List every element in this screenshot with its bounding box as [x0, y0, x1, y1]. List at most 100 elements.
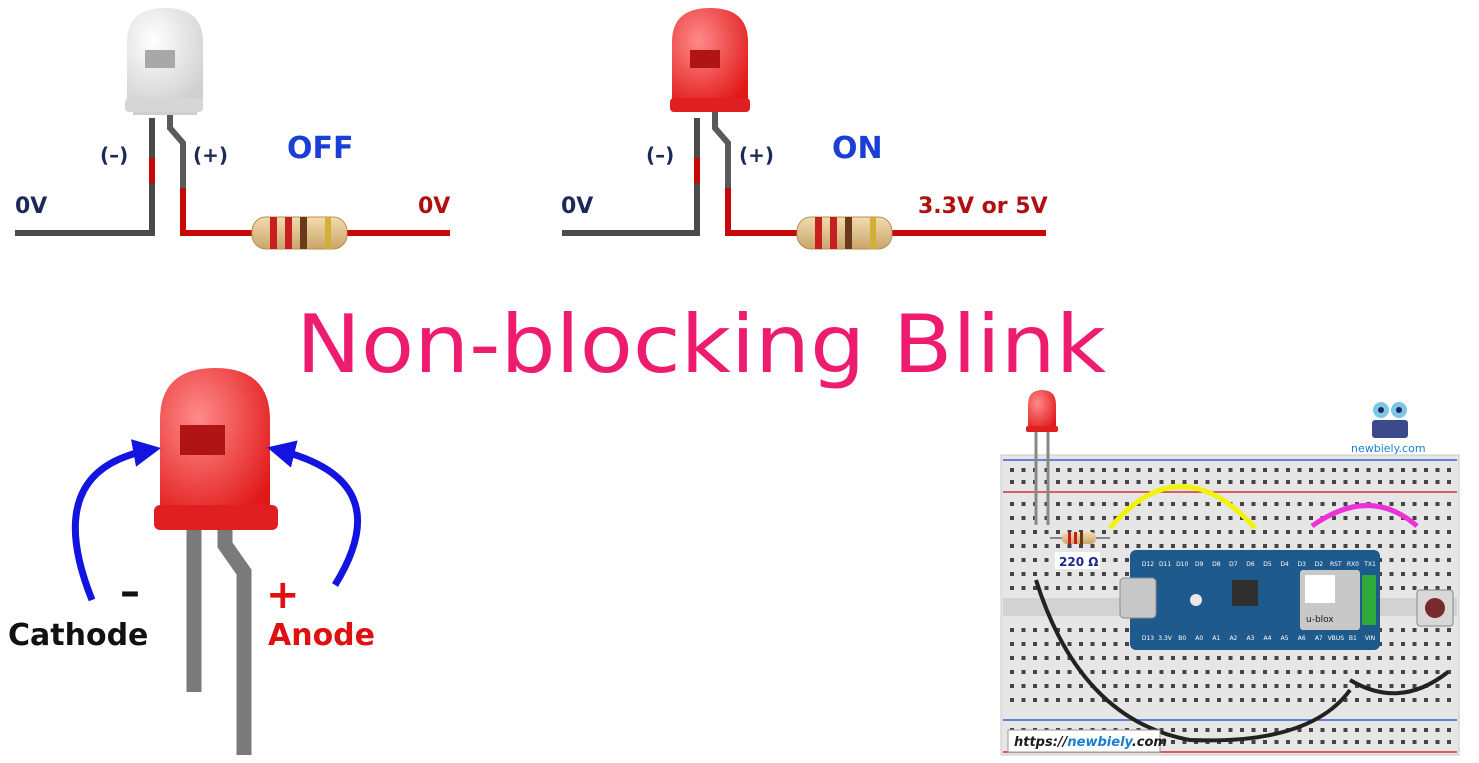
- breadboard-hole: [1263, 530, 1267, 534]
- breadboard-hole: [1240, 698, 1244, 702]
- breadboard-hole: [1343, 740, 1348, 744]
- breadboard-hole: [1343, 670, 1348, 674]
- breadboard-hole: [1297, 530, 1302, 534]
- breadboard-hole: [1044, 586, 1049, 590]
- breadboard-hole: [1435, 558, 1440, 562]
- breadboard-hole: [1332, 698, 1336, 702]
- breadboard-hole: [1286, 544, 1290, 548]
- breadboard-hole: [1171, 480, 1175, 484]
- breadboard-hole: [1148, 502, 1152, 506]
- breadboard-hole: [1228, 670, 1233, 674]
- breadboard-hole: [1412, 684, 1417, 688]
- breadboard-hole: [1171, 544, 1175, 548]
- off-led: [125, 8, 203, 115]
- breadboard-hole: [1297, 516, 1302, 520]
- breadboard-hole: [1332, 480, 1336, 484]
- breadboard-hole: [1320, 728, 1325, 732]
- breadboard-hole: [1102, 480, 1106, 484]
- breadboard-hole: [1033, 558, 1037, 562]
- breadboard-hole: [1044, 656, 1049, 660]
- breadboard-hole: [1021, 516, 1026, 520]
- brand-text: newbiely.com: [1351, 442, 1426, 455]
- breadboard-hole: [1125, 502, 1129, 506]
- breadboard-hole: [1148, 656, 1152, 660]
- breadboard-hole: [1435, 502, 1440, 506]
- breadboard-hole: [1217, 516, 1221, 520]
- breadboard-hole: [1389, 468, 1394, 472]
- breadboard-hole: [1056, 656, 1060, 660]
- breadboard-hole: [1113, 628, 1118, 632]
- breadboard-hole: [1182, 530, 1187, 534]
- breadboard-hole: [1401, 656, 1405, 660]
- breadboard-hole: [1228, 740, 1233, 744]
- breadboard-hole: [1136, 516, 1141, 520]
- breadboard-hole: [1182, 468, 1187, 472]
- breadboard-hole: [1182, 684, 1187, 688]
- breadboard-hole: [1217, 530, 1221, 534]
- breadboard-hole: [1309, 544, 1313, 548]
- breadboard-hole: [1010, 656, 1014, 660]
- breadboard-hole: [1412, 558, 1417, 562]
- breadboard-hole: [1021, 502, 1026, 506]
- breadboard-hole: [1332, 502, 1336, 506]
- breadboard-hole: [1194, 698, 1198, 702]
- chip-label: u-blox: [1306, 615, 1334, 625]
- breadboard-hole: [1274, 728, 1279, 732]
- breadboard-hole: [1263, 502, 1267, 506]
- breadboard-hole: [1033, 544, 1037, 548]
- breadboard-hole: [1435, 684, 1440, 688]
- breadboard-hole: [1401, 586, 1405, 590]
- breadboard-hole: [1251, 468, 1256, 472]
- breadboard-hole: [1251, 544, 1256, 548]
- on-anode-lead: [712, 112, 731, 190]
- url-badge-bg: [1007, 729, 1161, 753]
- breadboard-hole: [1343, 698, 1348, 702]
- breadboard-hole: [1286, 516, 1290, 520]
- breadboard-hole: [1401, 480, 1405, 484]
- breadboard-hole: [1251, 684, 1256, 688]
- breadboard-hole: [1205, 656, 1210, 660]
- breadboard-hole: [1424, 656, 1428, 660]
- breadboard-hole: [1424, 740, 1428, 744]
- breadboard-hole: [1056, 572, 1060, 576]
- breadboard-hole: [1435, 544, 1440, 548]
- breadboard-hole: [1297, 502, 1302, 506]
- breadboard-hole: [1102, 670, 1106, 674]
- breadboard-hole: [1056, 516, 1060, 520]
- resistor-label-bg: [1055, 552, 1100, 569]
- breadboard-hole: [1251, 530, 1256, 534]
- breadboard-hole: [1021, 698, 1026, 702]
- breadboard-hole: [1113, 698, 1118, 702]
- breadboard-hole: [1412, 572, 1417, 576]
- board-pin-label: D10: [1176, 561, 1188, 568]
- breadboard-hole: [1010, 516, 1014, 520]
- breadboard-hole: [1205, 468, 1210, 472]
- breadboard-hole: [1067, 684, 1072, 688]
- breadboard-hole: [1205, 670, 1210, 674]
- breadboard-hole: [1010, 468, 1014, 472]
- breadboard-hole: [1079, 544, 1083, 548]
- breadboard-hole: [1389, 480, 1394, 484]
- breadboard-hole: [1079, 502, 1083, 506]
- breadboard-hole: [1067, 628, 1072, 632]
- on-state-label: ON: [832, 131, 883, 166]
- board-pin-label: 3.3V: [1158, 635, 1173, 642]
- breadboard-hole: [1102, 684, 1106, 688]
- breadboard-hole: [1102, 558, 1106, 562]
- breadboard-hole: [1228, 468, 1233, 472]
- breadboard-hole: [1263, 480, 1267, 484]
- black-wire-2: [1348, 670, 1450, 696]
- pinout-led-die: [180, 425, 225, 455]
- breadboard-hole: [1309, 698, 1313, 702]
- breadboard-hole: [1033, 586, 1037, 590]
- breadboard-hole: [1251, 698, 1256, 702]
- breadboard-hole: [1090, 530, 1095, 534]
- on-led: [670, 8, 750, 112]
- board-pin-label: D4: [1280, 561, 1289, 568]
- breadboard-hole: [1435, 728, 1440, 732]
- breadboard-hole: [1113, 684, 1118, 688]
- breadboard-hole: [1148, 480, 1152, 484]
- breadboard-hole: [1033, 530, 1037, 534]
- board-pin-label: A2: [1229, 635, 1237, 642]
- breadboard-hole: [1263, 698, 1267, 702]
